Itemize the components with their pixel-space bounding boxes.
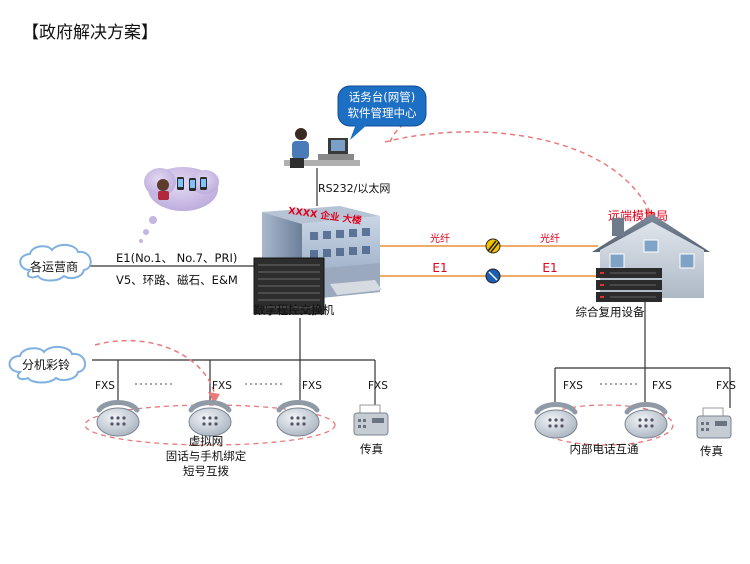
phone-icon-1	[96, 400, 140, 437]
fxs-label-4: FXS	[368, 380, 388, 392]
page-title: 【政府解决方案】	[22, 23, 158, 43]
callout-line2: 软件管理中心	[348, 106, 417, 120]
fax-label-1: 传真	[360, 442, 383, 456]
e1-right-label: E1	[542, 261, 557, 275]
fxs-label-2: FXS	[212, 380, 232, 392]
virtual-net-line3: 短号互拨	[183, 464, 229, 478]
mux-equipment-icon	[596, 268, 662, 302]
cloud-extension-icon	[8, 346, 87, 384]
virtual-net-line2: 固话与手机绑定	[166, 449, 247, 463]
fxs-label-5: FXS	[563, 380, 583, 392]
phone-icon-2	[188, 400, 232, 437]
internal-call-label: 内部电话互通	[570, 442, 639, 456]
digital-exchange-icon	[253, 257, 325, 315]
fax-icon-1	[353, 404, 389, 436]
fxs-label-6: FXS	[652, 380, 672, 392]
cloud-operator-icon	[19, 244, 92, 282]
fiber-left-label: 光纤	[430, 232, 450, 245]
fxs-label-3: FXS	[302, 380, 322, 392]
remote-office-house-icon	[592, 214, 710, 298]
fax-label-2: 传真	[700, 444, 723, 458]
fiber-connector-icon	[485, 238, 501, 254]
fxs-label-7: FXS	[716, 380, 736, 392]
cloud-extension-label: 分机彩铃	[22, 357, 70, 372]
fiber-right-label: 光纤	[540, 232, 560, 245]
connection-lines	[90, 168, 731, 408]
phone-icon-3	[276, 400, 320, 437]
rs232-label: RS232/以太网	[318, 182, 390, 195]
phone-icon-4	[534, 402, 578, 439]
console-callout: 话务台(网管) 软件管理中心	[337, 85, 427, 140]
virtual-net-line1: 虚拟网	[189, 434, 224, 448]
operator-workstation-icon	[284, 128, 360, 168]
fxs-label-1: FXS	[95, 380, 115, 392]
callout-line1: 话务台(网管)	[349, 90, 415, 104]
e1-protocols-line1: E1(No.1、 No.7、PRI)	[116, 251, 237, 265]
mux-label: 综合复用设备	[576, 305, 645, 319]
e1-protocols-line2: V5、环路、磁石、E&M	[116, 273, 238, 287]
e1-left-label: E1	[432, 261, 447, 275]
phone-icon-5	[624, 402, 668, 439]
fax-icon-2	[696, 407, 732, 439]
mobile-thought-bubble-icon	[139, 167, 219, 243]
exchange-label: 数字程控交换机	[254, 303, 335, 317]
cloud-operator-label: 各运营商	[30, 259, 78, 274]
e1-connector-icon	[485, 268, 501, 284]
